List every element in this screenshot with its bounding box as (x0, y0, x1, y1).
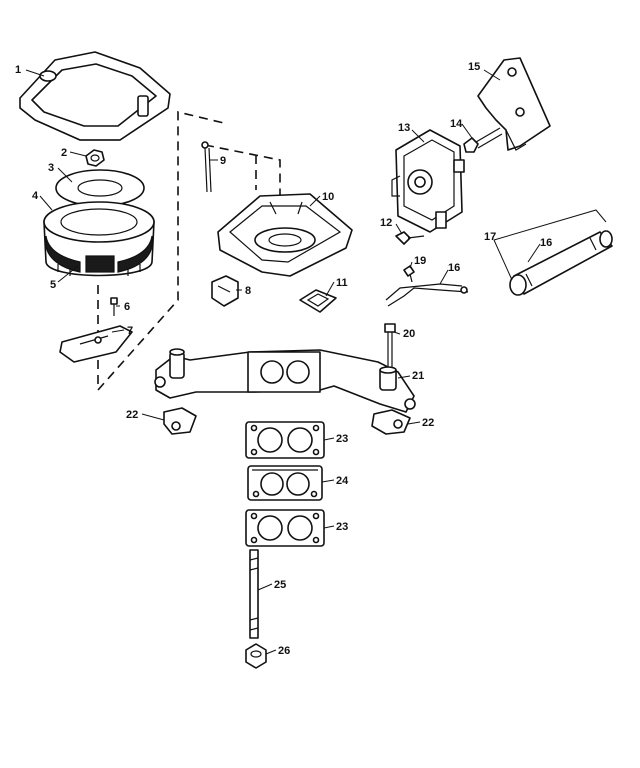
part-air-cleaner-base (217, 193, 353, 277)
part-gasket-11 (299, 289, 337, 313)
callout-10: 10 (322, 191, 334, 203)
part-stud-9 (201, 141, 212, 193)
part-gasket-22-right (371, 409, 411, 435)
callout-16-tube: 16 (540, 237, 552, 249)
callout-5: 5 (50, 279, 56, 291)
part-air-cleaner-cover (19, 51, 171, 141)
callout-25: 25 (274, 579, 286, 591)
callout-11: 11 (336, 277, 348, 289)
part-spacer-24 (247, 465, 323, 501)
callout-4: 4 (32, 190, 39, 202)
callout-9: 9 (220, 155, 226, 167)
part-tube-16 (509, 230, 613, 296)
part-gasket-22-left (163, 407, 197, 435)
part-wing-nut (85, 149, 105, 167)
callout-22-left: 22 (126, 409, 138, 421)
callout-21: 21 (412, 370, 424, 382)
callout-1: 1 (15, 64, 21, 76)
callout-20: 20 (403, 328, 415, 340)
callout-6: 6 (124, 301, 130, 313)
part-nut-26 (245, 643, 267, 669)
part-intake-manifold (154, 348, 416, 413)
part-bracket-8 (211, 275, 239, 307)
callout-3: 3 (48, 162, 54, 174)
callout-2: 2 (61, 147, 67, 159)
part-leader-frame-17 (493, 209, 607, 281)
part-choke-rod (385, 283, 469, 307)
leader-lines (25, 69, 541, 655)
callout-23-lower: 23 (336, 521, 348, 533)
callout-14: 14 (450, 118, 463, 130)
callout-15: 15 (468, 61, 480, 73)
callout-17: 17 (484, 231, 496, 243)
part-fuel-pump (391, 129, 465, 233)
part-pre-cleaner (55, 169, 145, 207)
part-gasket-23-upper (245, 421, 325, 459)
part-bracket-plate (59, 325, 133, 363)
part-air-filter (43, 201, 155, 277)
part-bracket-15 (477, 57, 551, 151)
part-screw-19 (403, 265, 415, 283)
callout-22-right: 22 (422, 417, 434, 429)
callout-7: 7 (127, 325, 133, 337)
callout-19: 19 (414, 255, 426, 267)
callout-26: 26 (278, 645, 290, 657)
part-bolt-14 (463, 127, 503, 153)
callout-16-rod: 16 (448, 262, 460, 274)
part-screw-12 (395, 231, 425, 245)
part-gasket-23-lower (245, 509, 325, 547)
callout-13: 13 (398, 122, 410, 134)
part-screw-6 (110, 297, 118, 316)
callout-23-upper: 23 (336, 433, 348, 445)
callout-8: 8 (245, 285, 251, 297)
part-stud-25 (249, 549, 259, 639)
callout-12: 12 (380, 217, 392, 229)
callout-24: 24 (336, 475, 349, 487)
callout-labels: 1 2 3 4 5 6 7 8 9 10 11 12 13 14 15 16 1… (15, 61, 552, 657)
